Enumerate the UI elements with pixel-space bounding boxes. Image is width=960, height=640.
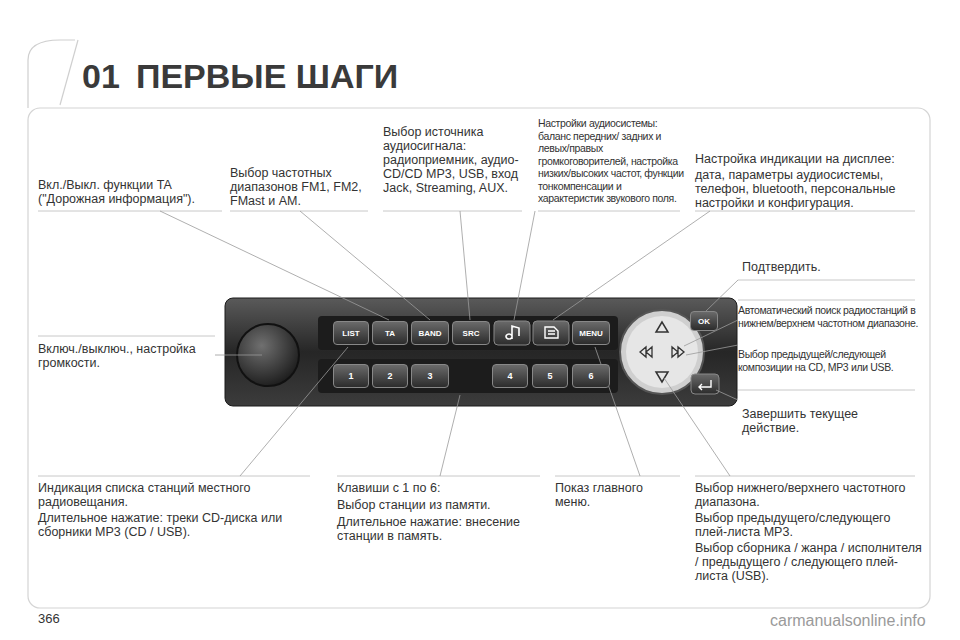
note-icon — [506, 326, 519, 339]
radio-button: 6 — [572, 364, 610, 388]
button-label: SRC — [463, 329, 480, 338]
settings-icon — [545, 327, 558, 338]
callout-text: Выбор предыдущего/следующего плей-листа … — [695, 511, 925, 539]
callout-text: Длительное нажатие: внесение станции в п… — [337, 515, 537, 543]
callout-text: Настройки аудиосистемы: баланс передних/… — [538, 117, 686, 205]
callout-text: Выбор станции из памяти. — [337, 498, 537, 512]
button-strip — [318, 316, 618, 350]
radio-button: MENU — [572, 321, 610, 345]
button-strip — [318, 359, 618, 393]
callout-text: Выбор частотных диапазонов FM1, FM2, FMa… — [230, 166, 370, 208]
callout-text: радиоприемник, аудио-CD/CD MP3, USB, вхо… — [383, 153, 521, 195]
callout-heading: Настройка индикации на дисплее: — [695, 152, 925, 166]
callout-heading: Клавиши с 1 по 6: — [337, 481, 537, 495]
button-label: TA — [385, 329, 395, 338]
callout-text: Выбор сборника / жанра / исполнителя / п… — [695, 541, 925, 583]
callout-text: Длительное нажатие: треки CD-диска или с… — [38, 511, 303, 539]
watermark: carmanualsonline.info — [770, 614, 926, 628]
back-button — [691, 374, 719, 394]
page-title: ПЕРВЫЕ ШАГИ — [136, 56, 398, 96]
radio-button: 4 — [492, 364, 528, 388]
button-label: 3 — [427, 371, 432, 381]
callout-text: Выбор предыдущей/следующей композиции на… — [738, 348, 928, 373]
header-rule — [28, 40, 75, 108]
radio-button: 2 — [372, 364, 408, 388]
radio-button: 5 — [532, 364, 568, 388]
chapter-number: 01 — [82, 56, 120, 96]
callout-text: Автоматический поиск радиостанций в нижн… — [738, 304, 928, 329]
page-frame — [28, 108, 930, 608]
navigation-pad — [626, 316, 698, 388]
callout-text: Подтвердить. — [742, 260, 912, 274]
back-icon — [699, 380, 711, 390]
callout-text: Включ./выключ., настройка громкости. — [38, 342, 218, 370]
button-label: OK — [698, 317, 710, 326]
leader-lines — [160, 211, 738, 476]
button-label: 4 — [507, 371, 512, 381]
settings-button — [533, 321, 569, 345]
radio-button: 3 — [411, 364, 449, 388]
radio-button: LIST — [333, 321, 369, 345]
callout-text: Индикация списка станций местного радиов… — [38, 481, 303, 509]
up-down-arrows — [656, 322, 668, 382]
button-label: 2 — [387, 371, 392, 381]
button-label: 1 — [348, 371, 353, 381]
button-label: 5 — [547, 371, 552, 381]
radio-housing — [225, 298, 737, 406]
audio-button — [494, 321, 530, 345]
separator-rules — [38, 211, 915, 476]
button-label: BAND — [418, 329, 441, 338]
seek-arrows — [640, 347, 684, 357]
radio-button: 1 — [333, 364, 369, 388]
callout-text: Завершить текущее действие. — [742, 407, 892, 435]
header-slash — [60, 40, 78, 105]
radio-button: BAND — [411, 321, 449, 345]
button-label: MENU — [579, 329, 603, 338]
button-label: 6 — [588, 371, 593, 381]
radio-button: SRC — [452, 321, 490, 345]
callout-text: Вкл./Выкл. функции TA ("Дорожная информа… — [38, 178, 228, 206]
callout-text: Выбор нижнего/верхнего частотного диапаз… — [695, 481, 925, 509]
button-label: LIST — [342, 329, 359, 338]
callout-text: Показ главного меню. — [555, 481, 670, 509]
callout-text: дата, параметры аудиосистемы, телефон, b… — [695, 168, 925, 210]
radio-button: TA — [372, 321, 408, 345]
radio-button: OK — [690, 311, 718, 331]
page-number: 366 — [38, 612, 60, 626]
callout-heading: Выбор источника аудиосигнала: — [383, 125, 521, 153]
